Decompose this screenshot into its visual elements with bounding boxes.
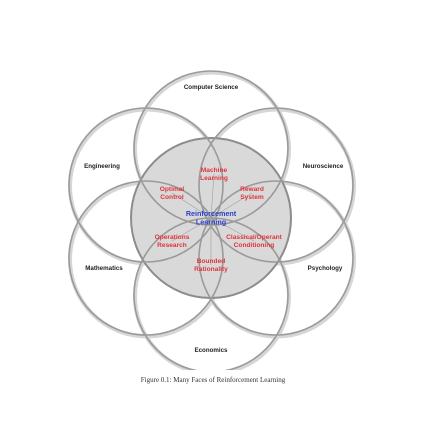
topic-label-line: Control — [160, 194, 184, 201]
field-label-economics: Economics — [194, 347, 228, 354]
topic-label-line: Bounded — [197, 258, 226, 265]
connector-classical-conditioning — [210, 217, 255, 242]
field-label-engineering: Engineering — [84, 163, 120, 170]
topic-labels: MachineLearningRewardSystemClassical/Ope… — [155, 167, 283, 273]
topic-label-line: Research — [157, 242, 187, 249]
field-label-mathematics: Mathematics — [85, 265, 123, 272]
topic-label-line: Learning — [200, 175, 228, 182]
core-label-line: Learning — [196, 218, 226, 227]
connector-operations-research — [171, 217, 212, 242]
venn-diagram: Computer ScienceNeurosciencePsychologyEc… — [68, 70, 356, 370]
core-label-line: Reinforcement — [186, 209, 237, 218]
outer-circles — [68, 70, 354, 370]
connector-reward-system — [210, 192, 253, 219]
field-label-neuroscience: Neuroscience — [303, 163, 344, 170]
field-label-psychology: Psychology — [308, 265, 343, 272]
circle-psychology — [198, 180, 354, 336]
topic-label-line: Operations — [155, 234, 190, 241]
topic-label-line: System — [240, 194, 264, 201]
circle-mathematics — [68, 180, 224, 336]
connector-optimal-control — [171, 192, 212, 219]
topic-label-line: Rationality — [194, 266, 228, 273]
figure-caption: Figure 0.1: Many Faces of Reinforcement … — [140, 376, 286, 384]
topic-label-line: Machine — [201, 167, 228, 174]
field-labels: Computer ScienceNeurosciencePsychologyEc… — [84, 84, 344, 354]
circle-engineering — [68, 107, 224, 263]
circle-neuroscience — [198, 107, 354, 263]
topic-label-line: Conditioning — [234, 242, 275, 249]
topic-label-line: Optimal — [160, 186, 185, 193]
field-label-computer-science: Computer Science — [184, 84, 239, 91]
topic-label-line: Reward — [240, 186, 264, 193]
topic-label-line: Classical/Operant — [226, 234, 283, 241]
connector-machine-learning — [210, 173, 215, 219]
